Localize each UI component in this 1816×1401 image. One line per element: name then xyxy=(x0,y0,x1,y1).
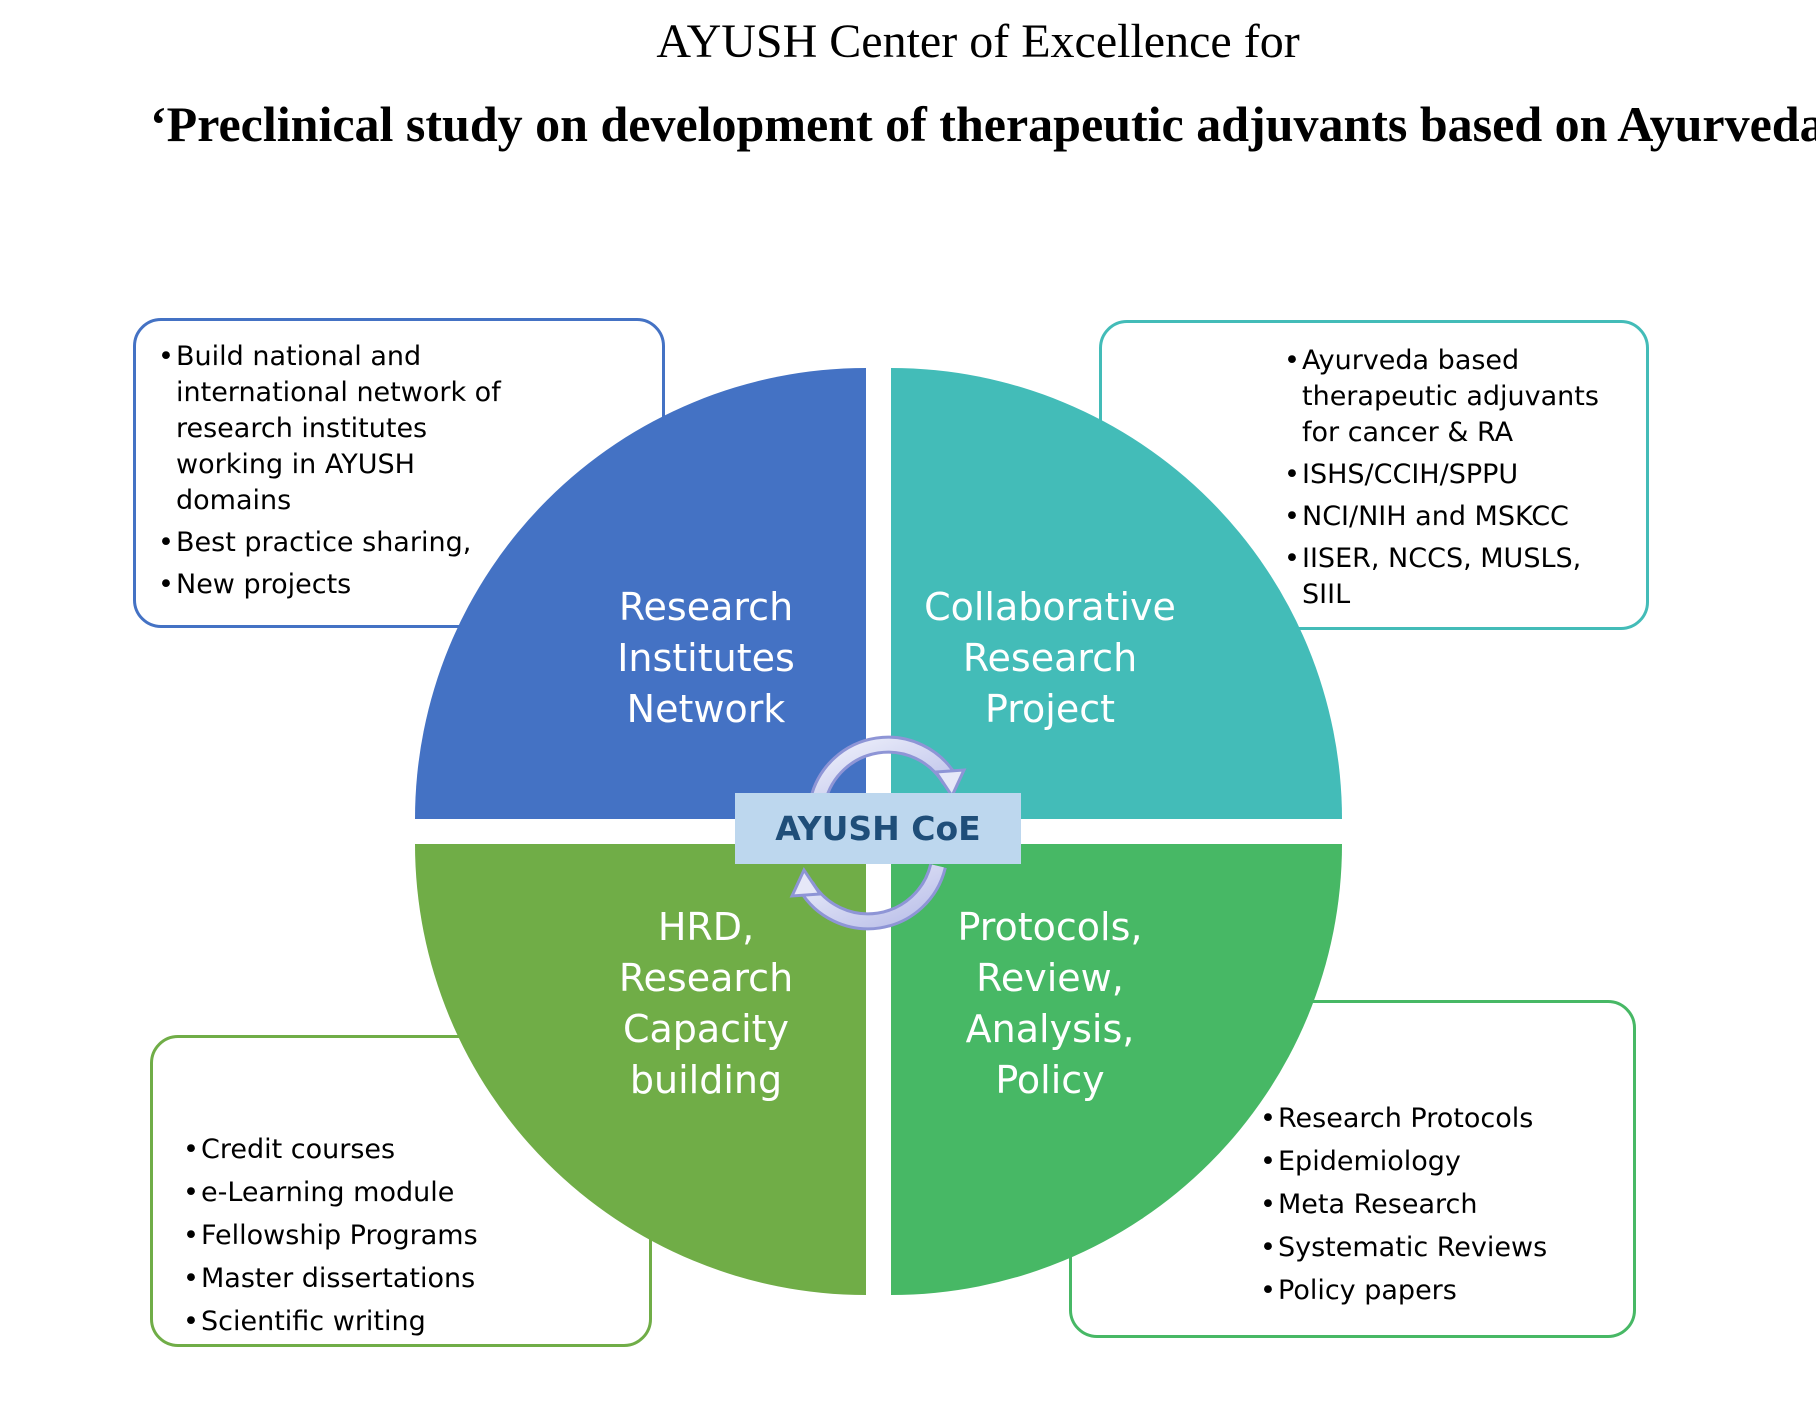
quadrant-top-left xyxy=(415,368,866,819)
list-item: Fellowship Programs xyxy=(183,1218,603,1254)
list-item: ISHS/CCIH/SPPU xyxy=(1284,457,1614,493)
list-bottom-left: Credit courses e-Learning module Fellows… xyxy=(183,1132,603,1340)
quadrant-label-bottom-right: Protocols, Review, Analysis, Policy xyxy=(957,905,1143,1102)
quadrant-bottom-right xyxy=(891,844,1342,1295)
list-item: Best practice sharing, xyxy=(158,525,503,561)
quadrant-top-right xyxy=(891,368,1342,819)
list-top-right: Ayurveda based therapeutic adjuvants for… xyxy=(1284,343,1614,613)
box-bottom-left: Credit courses e-Learning module Fellows… xyxy=(150,1035,652,1347)
list-item: Credit courses xyxy=(183,1132,603,1168)
list-item: Policy papers xyxy=(1260,1273,1620,1309)
list-item: e-Learning module xyxy=(183,1175,603,1211)
list-item: IISER, NCCS, MUSLS, SIIL xyxy=(1284,541,1614,613)
list-item: Build national and international network… xyxy=(158,339,503,519)
list-item: Scientific writing xyxy=(183,1304,603,1340)
list-item: Ayurveda based therapeutic adjuvants for… xyxy=(1284,343,1614,451)
title-line-1: AYUSH Center of Excellence for xyxy=(656,15,1300,68)
cycle-arrows-icon xyxy=(789,735,967,931)
list-bottom-right: Research Protocols Epidemiology Meta Res… xyxy=(1260,1101,1620,1309)
quadrant-label-bottom-left: HRD, Research Capacity building xyxy=(618,905,794,1102)
list-item: Epidemiology xyxy=(1260,1144,1620,1180)
quadrant-label-top-left: Research Institutes Network xyxy=(617,585,795,731)
list-item: Meta Research xyxy=(1260,1187,1620,1223)
list-top-left: Build national and international network… xyxy=(158,339,503,603)
quadrant-label-top-right: Collaborative Research Project xyxy=(924,585,1176,731)
list-item: Systematic Reviews xyxy=(1260,1230,1620,1266)
quadrant-bottom-left xyxy=(415,844,866,1295)
list-item: New projects xyxy=(158,567,503,603)
center-label: AYUSH CoE xyxy=(735,793,1021,864)
list-item: Research Protocols xyxy=(1260,1101,1620,1137)
list-item: NCI/NIH and MSKCC xyxy=(1284,499,1614,535)
title-line-2: ‘Preclinical study on development of the… xyxy=(150,96,1816,152)
list-item: Master dissertations xyxy=(183,1261,603,1297)
